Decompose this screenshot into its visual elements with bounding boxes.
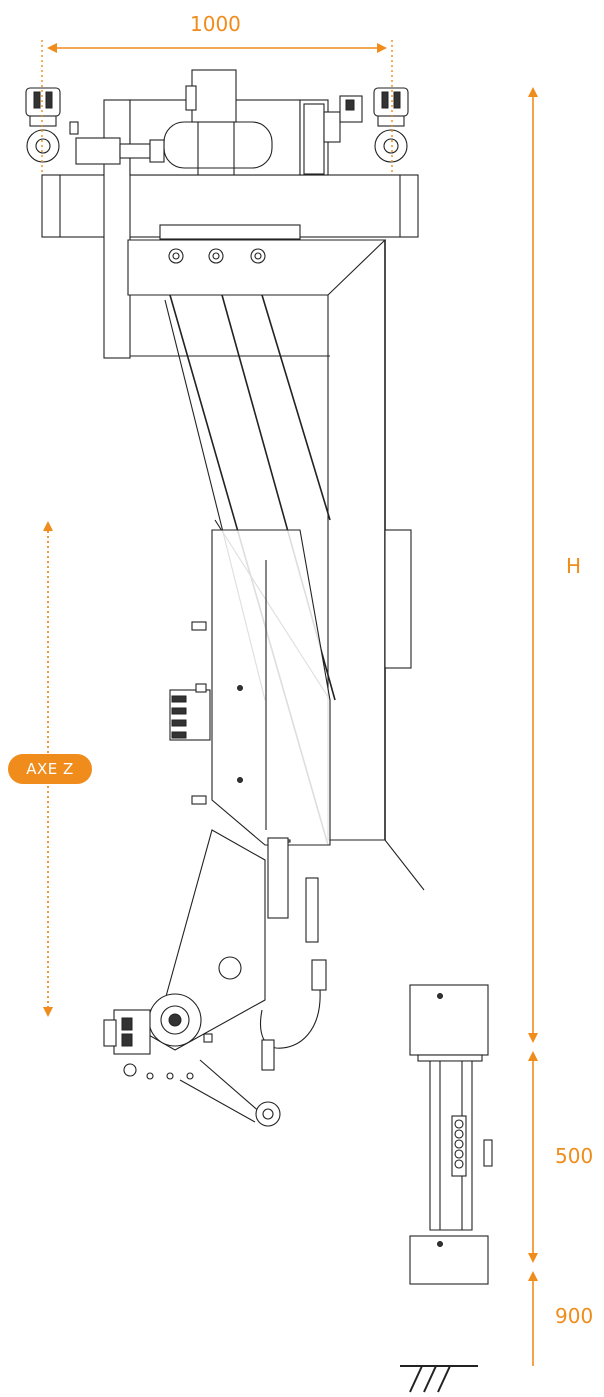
height-dimension-label: H (566, 554, 582, 578)
mid-body (169, 529, 331, 1049)
top-carriage (25, 69, 419, 359)
ground-hatch (400, 1365, 478, 1393)
vertical-column (327, 240, 425, 891)
ground-dimension-label: 900 (555, 1304, 594, 1328)
axis-z-badge: AXE Z (8, 754, 92, 784)
lower-knuckle (103, 829, 281, 1127)
dimension-lines (41, 40, 538, 1366)
lower-dimension-label: 500 (555, 1144, 594, 1168)
base-column (409, 984, 493, 1285)
width-dimension-label: 1000 (190, 12, 241, 36)
head-plate (127, 239, 387, 357)
